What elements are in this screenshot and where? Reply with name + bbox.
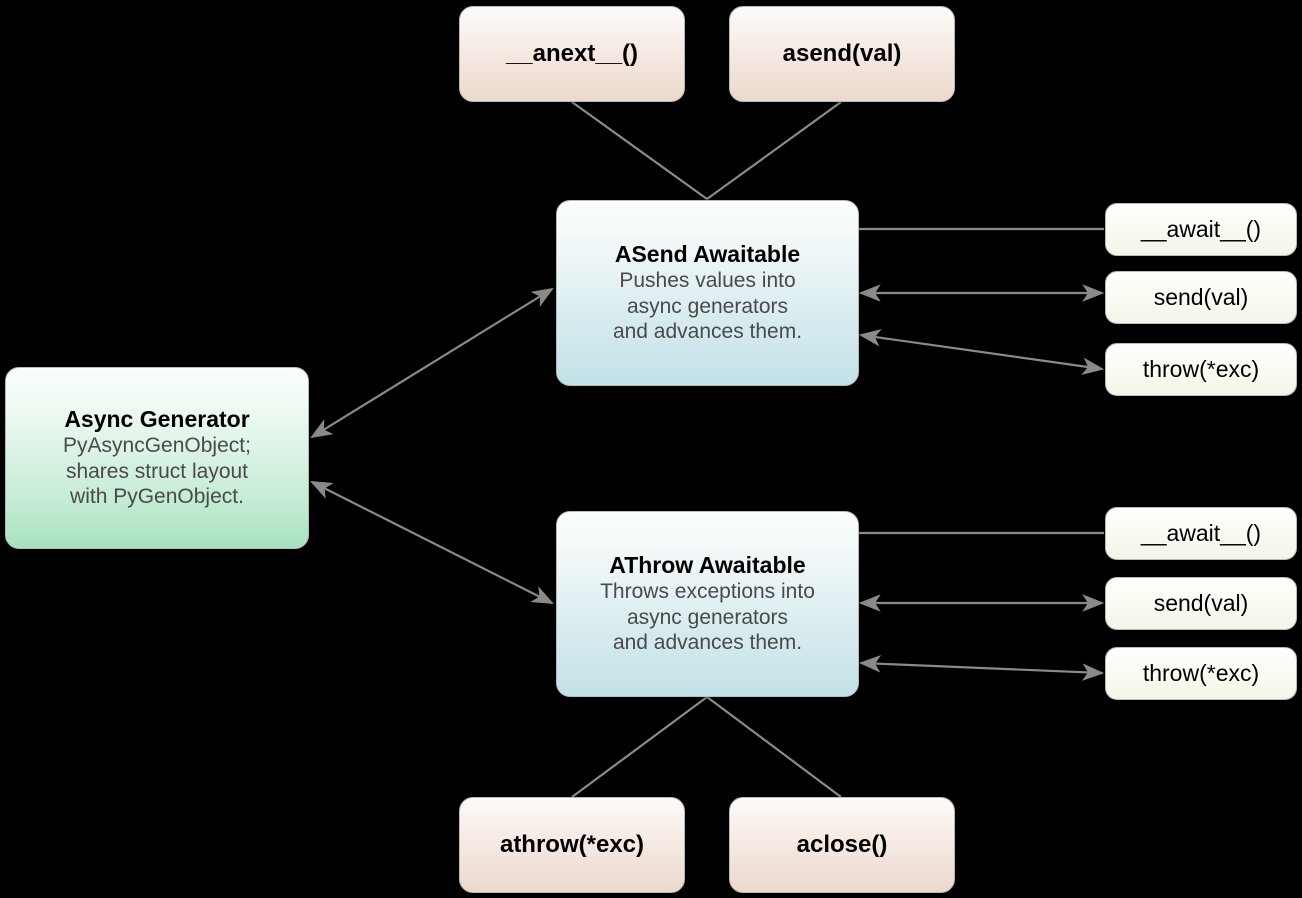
node-asend[interactable]: asend(val) bbox=[729, 6, 955, 102]
node-athrow[interactable]: athrow(*exc) bbox=[459, 797, 685, 893]
node-asend-await[interactable]: __await__() bbox=[1105, 203, 1297, 256]
node-anext-title: __anext__() bbox=[505, 39, 639, 67]
node-asend-send[interactable]: send(val) bbox=[1105, 271, 1297, 324]
node-aclose[interactable]: aclose() bbox=[729, 797, 955, 893]
edge-asend-to-asend-awaitable bbox=[706, 101, 842, 200]
node-athrow-awaitable[interactable]: AThrow Awaitable Throws exceptions into … bbox=[556, 511, 859, 697]
node-async-generator-title: Async Generator bbox=[64, 406, 250, 433]
node-athrow-title: athrow(*exc) bbox=[499, 830, 645, 858]
node-asend-awaitable[interactable]: ASend Awaitable Pushes values into async… bbox=[556, 200, 859, 386]
node-athrow-await-title: __await__() bbox=[1140, 519, 1262, 546]
edge-athrow-awaitable-to-throw bbox=[858, 655, 1105, 681]
node-athrow-awaitable-desc: Throws exceptions into async generators … bbox=[600, 580, 815, 655]
node-asend-awaitable-desc: Pushes values into async generators and … bbox=[612, 269, 803, 344]
node-asend-throw[interactable]: throw(*exc) bbox=[1105, 343, 1297, 396]
node-athrow-awaitable-title: AThrow Awaitable bbox=[609, 552, 806, 579]
node-async-generator-desc: PyAsyncGenObject; shares struct layout w… bbox=[63, 434, 251, 509]
node-asend-throw-title: throw(*exc) bbox=[1142, 355, 1260, 382]
edge-aclose-to-athrow-awaitable bbox=[706, 696, 842, 798]
node-asend-await-title: __await__() bbox=[1140, 215, 1262, 242]
node-athrow-send[interactable]: send(val) bbox=[1105, 577, 1297, 630]
node-asend-awaitable-title: ASend Awaitable bbox=[614, 241, 801, 268]
node-athrow-await[interactable]: __await__() bbox=[1105, 507, 1297, 560]
node-async-generator[interactable]: Async Generator PyAsyncGenObject; shares… bbox=[5, 367, 309, 549]
edge-generator-to-asend-awaitable bbox=[310, 287, 554, 439]
edge-asend-awaitable-to-throw bbox=[858, 329, 1105, 375]
node-athrow-throw-title: throw(*exc) bbox=[1142, 659, 1260, 686]
edge-athrow-to-athrow-awaitable bbox=[571, 696, 708, 798]
node-anext[interactable]: __anext__() bbox=[459, 6, 685, 102]
node-athrow-throw[interactable]: throw(*exc) bbox=[1105, 647, 1297, 700]
edge-anext-to-asend-awaitable bbox=[571, 101, 708, 200]
edge-generator-to-athrow-awaitable bbox=[310, 481, 554, 604]
node-aclose-title: aclose() bbox=[796, 830, 888, 858]
node-athrow-send-title: send(val) bbox=[1153, 589, 1249, 616]
node-asend-send-title: send(val) bbox=[1153, 283, 1249, 310]
node-asend-title: asend(val) bbox=[782, 39, 902, 67]
